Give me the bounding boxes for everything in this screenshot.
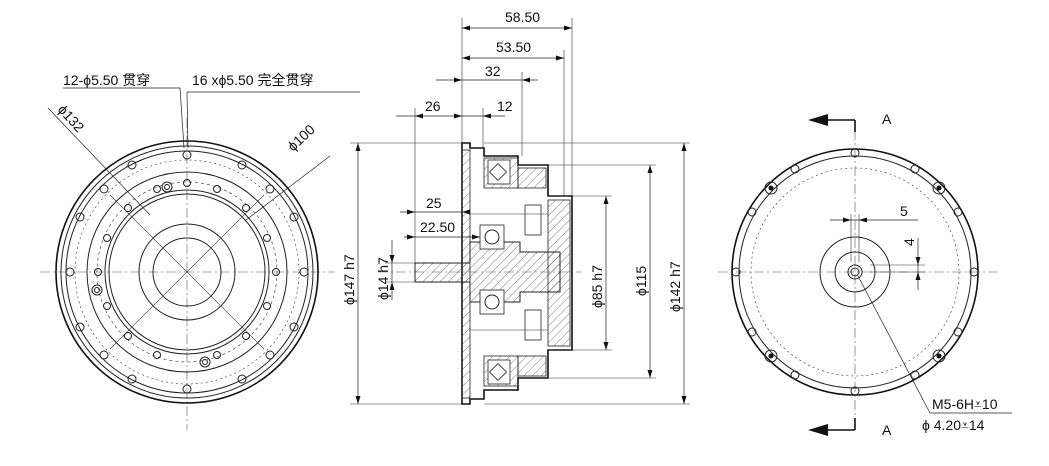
thread-note-drill: ϕ 4.20⩡14 xyxy=(922,417,985,433)
dim-12: 12 xyxy=(497,98,513,114)
dim-25: 25 xyxy=(426,195,442,211)
dia-100-label: ϕ100 xyxy=(284,121,318,154)
dim-4: 4 xyxy=(901,238,917,246)
dia-132-label: ϕ132 xyxy=(55,101,88,135)
thread-note-m5: M5-6H⩡10 xyxy=(932,396,998,412)
dim-32: 32 xyxy=(485,63,501,79)
dia-115: ϕ115 xyxy=(633,266,649,296)
section-view: 58.50 53.50 32 26 12 25 22.50 ϕ147 h7 ϕ1… xyxy=(341,9,690,405)
dia-85-h7: ϕ85 h7 xyxy=(589,265,605,308)
dia-142-h7: ϕ142 h7 xyxy=(667,261,683,312)
dim-26: 26 xyxy=(425,98,441,114)
hole-note-12x: 12-ϕ5.50 贯穿 xyxy=(63,72,150,88)
section-dimensions: 58.50 53.50 32 26 12 25 22.50 ϕ147 h7 ϕ1… xyxy=(341,9,690,405)
dim-5: 5 xyxy=(900,203,908,219)
rear-holes xyxy=(731,148,979,396)
dia-147-h7: ϕ147 h7 xyxy=(341,254,357,305)
dia-14-h7: ϕ14 h7 xyxy=(375,257,391,300)
hole-note-16x: 16 xϕ5.50 完全贯穿 xyxy=(192,72,313,88)
front-view: 12-ϕ5.50 贯穿 16 xϕ5.50 完全贯穿 ϕ132 ϕ100 xyxy=(40,72,360,430)
section-label-a-bottom: A xyxy=(882,422,892,438)
dim-53-50: 53.50 xyxy=(496,39,531,55)
dim-22-50: 22.50 xyxy=(420,219,455,235)
rear-view: A A 5 4 M5-6H⩡10 ϕ 4.20⩡14 xyxy=(718,111,1012,438)
section-label-a-top: A xyxy=(882,111,892,127)
dim-58-50: 58.50 xyxy=(505,9,540,25)
front-bolt-holes xyxy=(65,150,309,394)
